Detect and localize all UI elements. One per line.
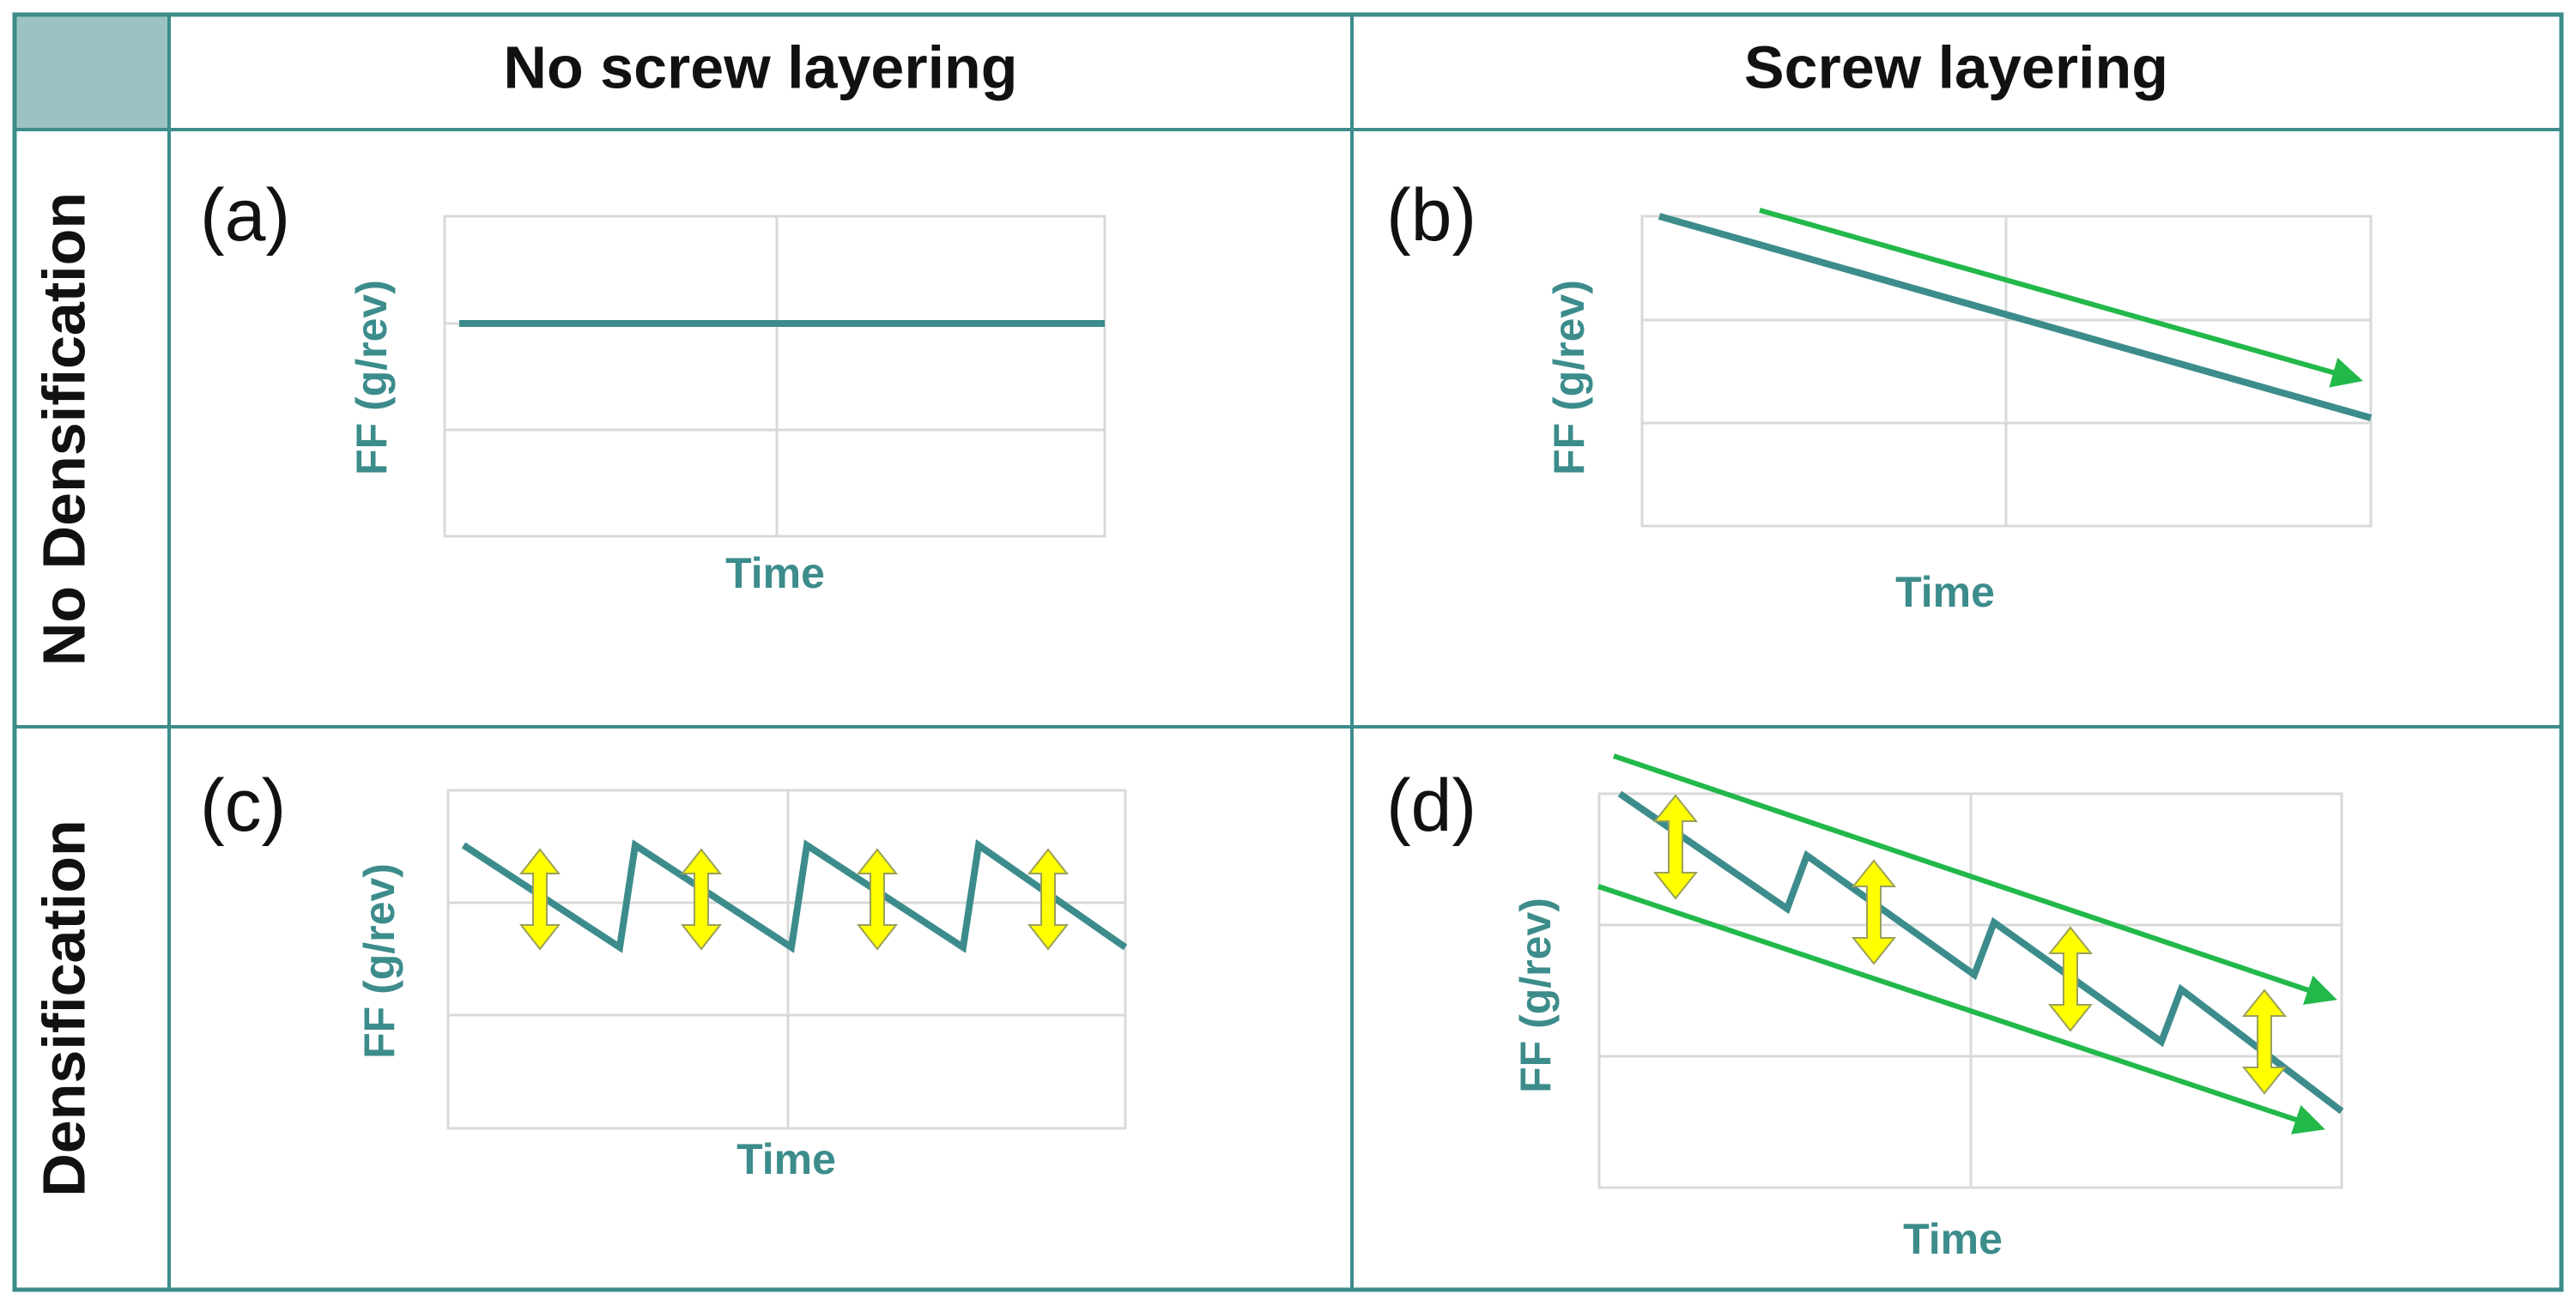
y-axis-label-d: FF (g/rev) [1512,898,1560,1093]
plot-grid-c [446,789,1127,1130]
ff-series-line-c [461,839,1128,953]
panel-label-c: (c) [200,765,286,847]
table-border [12,12,2564,1292]
trend-arrow-upper-d [1613,753,2337,1005]
plot-grid-d [1597,792,2343,1189]
row-header-no-densification: No Densification [30,192,97,666]
oscillation-arrow [1027,848,1070,951]
plot-grid-a [443,215,1106,538]
y-axis-label-b: FF (g/rev) [1545,280,1593,475]
oscillation-arrow [856,848,899,951]
x-axis-label-c: Time [736,1135,836,1183]
oscillation-arrow [1851,859,1897,965]
corner-cell [15,15,169,130]
panel-label-b: (b) [1386,174,1476,257]
panel-a: (a) FF (g/rev) Time [200,174,1106,597]
panel-c: (c) FF (g/rev) Time [200,765,1128,1183]
ff-series-line-b [1658,213,2373,421]
ff-series-line-d [1617,790,2344,1115]
oscillation-arrow [518,848,561,951]
panel-b: (b) FF (g/rev) Time [1386,174,2373,616]
x-axis-label-b: Time [1895,568,1995,616]
column-header-no-screw-layering: No screw layering [503,33,1017,100]
column-header-screw-layering: Screw layering [1744,33,2168,100]
x-axis-label-a: Time [725,549,825,597]
oscillation-arrows-d [1652,794,2288,1095]
panel-label-d: (d) [1386,765,1476,847]
trend-arrow-b [1759,208,2363,388]
y-axis-label-a: FF (g/rev) [348,280,396,475]
trend-arrow-lower-d [1597,884,2325,1134]
oscillation-arrow [2047,926,2094,1032]
panel-label-a: (a) [200,174,290,257]
plot-grid-b [1640,215,2373,528]
panel-d: (d) FF (g/rev) Time [1386,753,2344,1263]
table-frame [12,12,2564,1292]
y-axis-label-c: FF (g/rev) [355,863,403,1059]
x-axis-label-d: Time [1903,1215,2003,1263]
oscillation-arrow [1652,794,1699,900]
oscillation-arrows-c [518,848,1070,951]
oscillation-arrow [680,848,723,951]
row-header-densification: Densification [30,819,97,1197]
oscillation-arrow [2241,989,2288,1095]
